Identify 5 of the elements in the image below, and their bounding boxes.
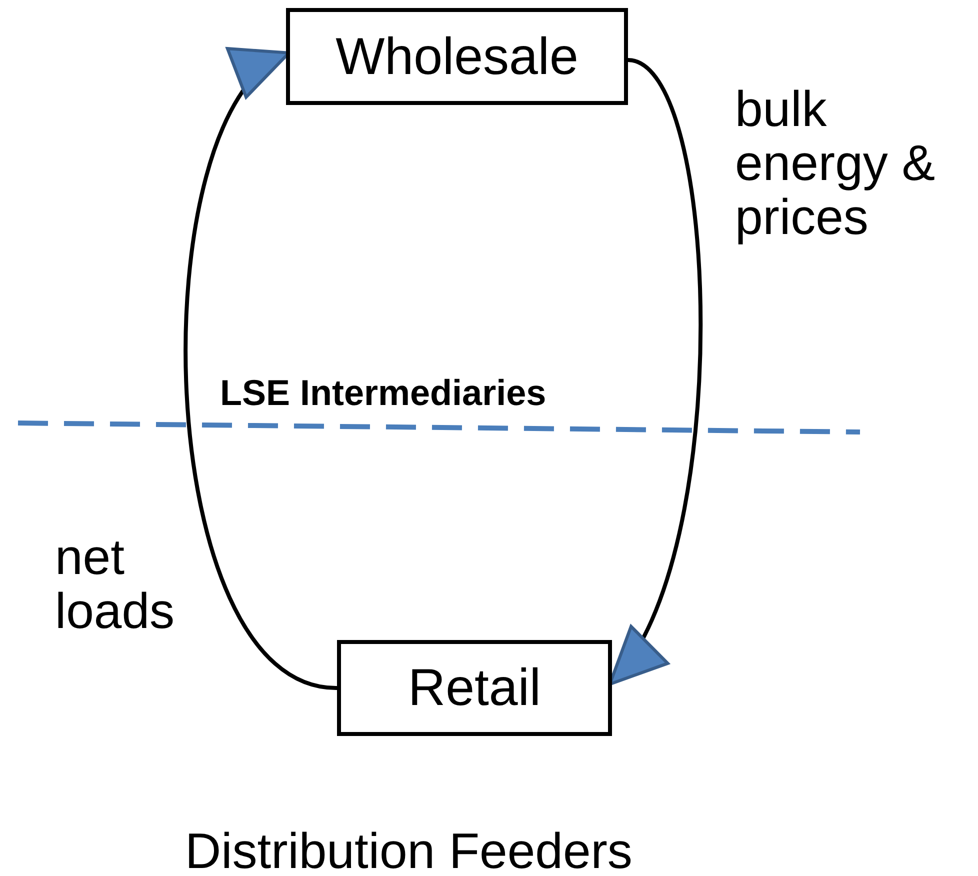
edge-label: net loads	[55, 530, 176, 638]
process-box: Retail	[337, 640, 612, 736]
edge-label: bulk energy & prices	[735, 82, 936, 244]
process-box: Wholesale	[286, 8, 628, 105]
region-caption: Distribution Feeders	[185, 822, 632, 876]
